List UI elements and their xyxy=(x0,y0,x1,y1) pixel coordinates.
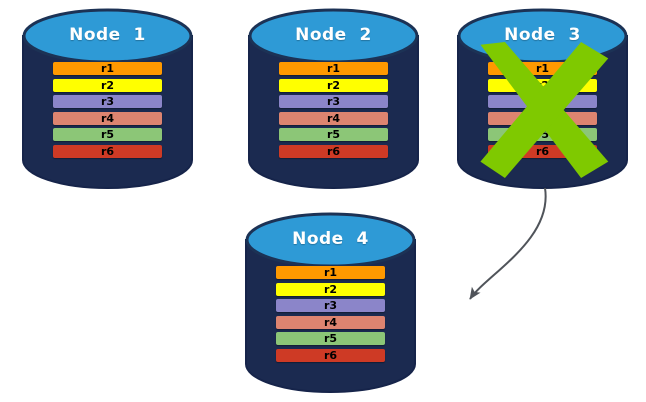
replica-row[interactable]: r5 xyxy=(53,128,162,142)
cylinder-top-ellipse xyxy=(22,8,193,64)
replica-row[interactable]: r1 xyxy=(53,62,162,75)
replica-row-label: r3 xyxy=(535,95,550,109)
replica-row-label: r6 xyxy=(326,144,341,158)
replica-row-label: r2 xyxy=(100,78,115,92)
replica-row[interactable]: r1 xyxy=(488,62,597,75)
replica-row[interactable]: r2 xyxy=(279,78,388,92)
replica-row[interactable]: r4 xyxy=(279,111,388,125)
replica-row-label: r3 xyxy=(323,299,338,313)
replica-row[interactable]: r2 xyxy=(488,78,597,92)
replica-row-list: r1 r2 r3 r4 r5 r6 xyxy=(248,62,419,158)
replica-row[interactable]: r6 xyxy=(53,144,162,158)
replica-row-label: r4 xyxy=(323,315,338,329)
replica-row[interactable]: r5 xyxy=(279,128,388,142)
replica-row[interactable]: r5 xyxy=(488,128,597,142)
replica-row-list: r1 r2 r3 r4 r5 r6 xyxy=(457,62,628,158)
replica-row[interactable]: r6 xyxy=(279,144,388,158)
replica-row[interactable]: r3 xyxy=(53,95,162,109)
replica-row-label: r4 xyxy=(326,111,341,125)
replica-row-label: r6 xyxy=(323,348,338,362)
replica-row-label: r1 xyxy=(326,62,341,75)
replica-row[interactable]: r1 xyxy=(279,62,388,75)
replica-row-label: r2 xyxy=(535,78,550,92)
replica-row[interactable]: r6 xyxy=(488,144,597,158)
replica-row-list: r1 r2 r3 r4 r5 r6 xyxy=(22,62,193,158)
recovery-arrow-path xyxy=(469,187,547,300)
replica-row[interactable]: r2 xyxy=(53,78,162,92)
replica-row-label: r5 xyxy=(323,332,338,346)
replica-row[interactable]: r4 xyxy=(276,315,385,329)
replica-row[interactable]: r6 xyxy=(276,348,385,362)
replica-row[interactable]: r5 xyxy=(276,332,385,346)
replica-row-label: r1 xyxy=(535,62,550,75)
replica-row-label: r2 xyxy=(323,282,338,296)
replica-row-label: r5 xyxy=(326,128,341,142)
replica-row-label: r4 xyxy=(100,111,115,125)
cylinder-top-ellipse xyxy=(457,8,628,64)
replica-row[interactable]: r2 xyxy=(276,282,385,296)
cylinder-top-ellipse xyxy=(248,8,419,64)
replica-row[interactable]: r3 xyxy=(488,95,597,109)
replica-row[interactable]: r4 xyxy=(488,111,597,125)
replica-row[interactable]: r3 xyxy=(276,299,385,313)
replica-row-list: r1 r2 r3 r4 r5 r6 xyxy=(245,266,416,362)
cylinder-top-ellipse xyxy=(245,212,416,268)
replica-row-label: r5 xyxy=(100,128,115,142)
replica-row-label: r1 xyxy=(323,266,338,279)
replica-row-label: r6 xyxy=(100,144,115,158)
replica-row-label: r3 xyxy=(326,95,341,109)
replica-row-label: r1 xyxy=(100,62,115,75)
replica-row-label: r5 xyxy=(535,128,550,142)
replica-row-label: r3 xyxy=(100,95,115,109)
replica-row[interactable]: r3 xyxy=(279,95,388,109)
replica-row[interactable]: r4 xyxy=(53,111,162,125)
replica-row-label: r2 xyxy=(326,78,341,92)
replica-row-label: r4 xyxy=(535,111,550,125)
replica-row-label: r6 xyxy=(535,144,550,158)
replica-row[interactable]: r1 xyxy=(276,266,385,279)
